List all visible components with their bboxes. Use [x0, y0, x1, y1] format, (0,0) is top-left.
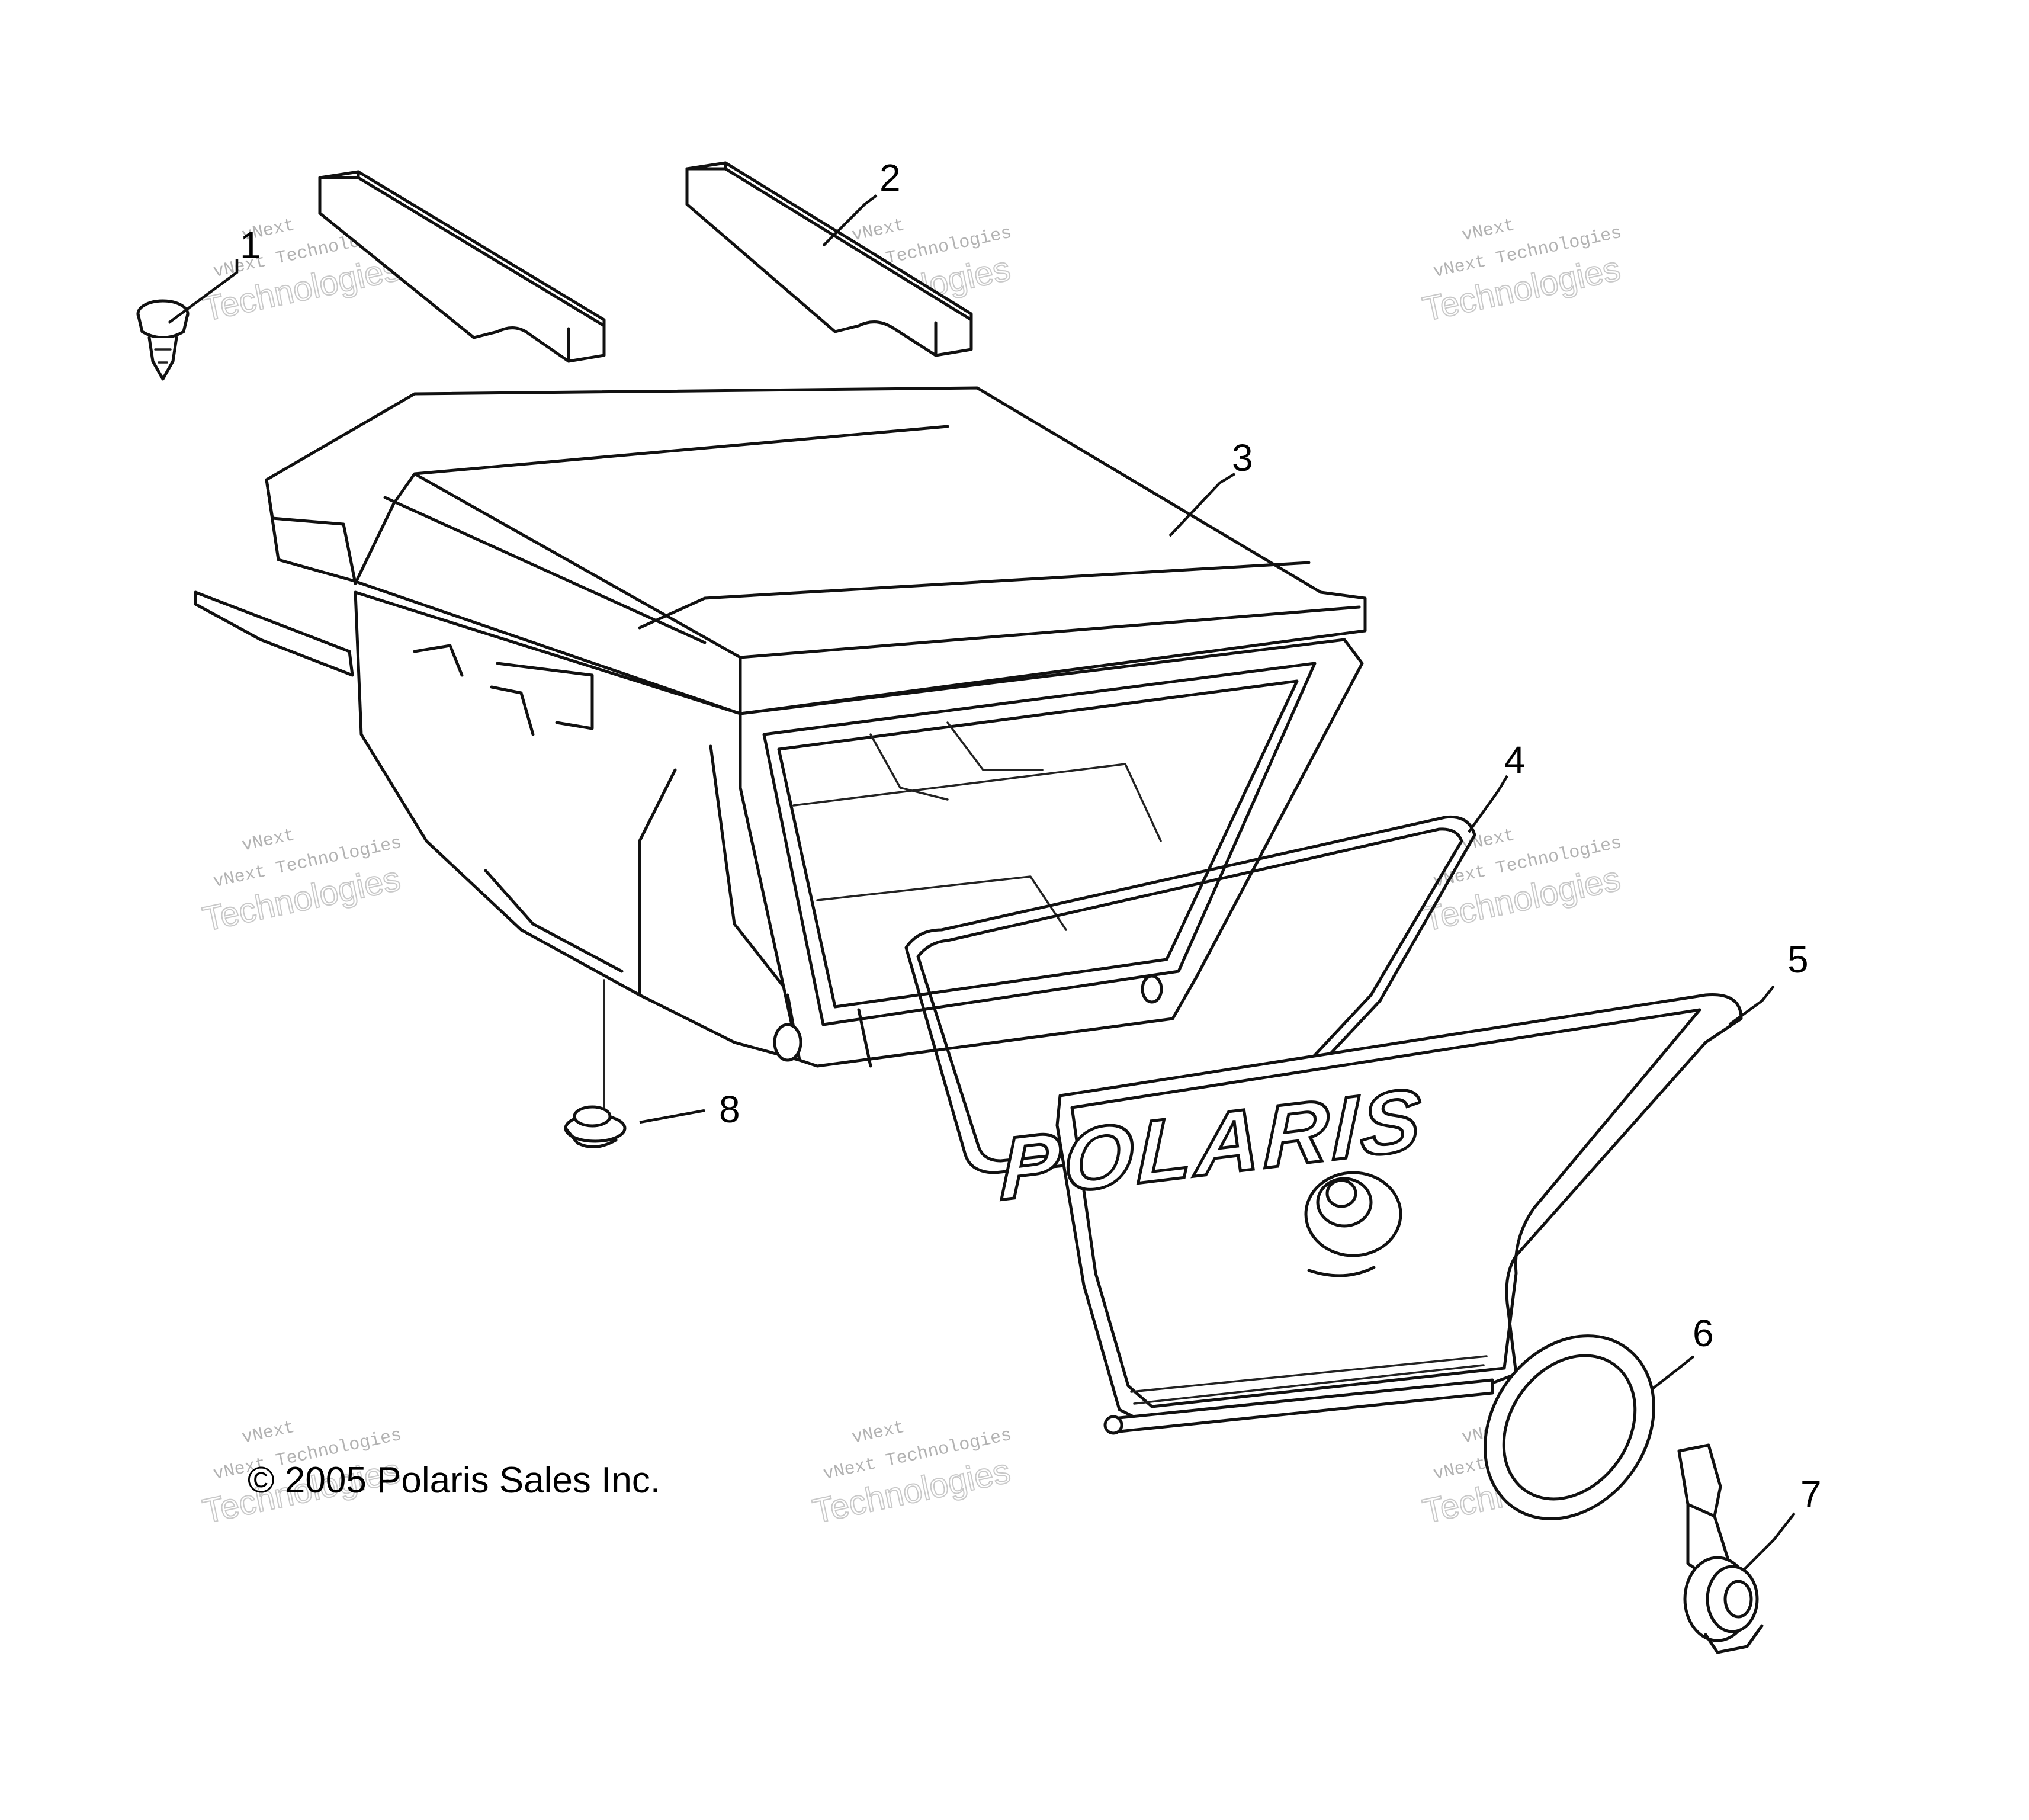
- storage-box-part: [194, 386, 1367, 1121]
- leader-lines: [168, 194, 1796, 1571]
- lock-cylinder-part: [1677, 1443, 1764, 1654]
- watermark-text: vNext: [240, 1418, 297, 1449]
- callout-3: 3: [1232, 436, 1253, 479]
- callout-7: 7: [1800, 1473, 1822, 1516]
- callout-1: 1: [240, 224, 261, 267]
- push-rivet-part: [136, 299, 190, 381]
- drain-grommet-part: [564, 1105, 627, 1148]
- callout-8: 8: [719, 1088, 740, 1131]
- callout-5: 5: [1787, 938, 1809, 981]
- watermark-text: vNext: [850, 216, 907, 246]
- callout-4: 4: [1504, 739, 1526, 781]
- lock-ring-part: [1484, 1334, 1655, 1520]
- callout-2: 2: [879, 156, 901, 199]
- door-panel-part: POLARIS: [998, 993, 1743, 1435]
- lid-seal-part: [904, 815, 1476, 1174]
- watermark-text: vNext: [850, 1418, 907, 1449]
- foam-strip-right: [685, 161, 973, 357]
- foam-strip-left: [318, 170, 606, 363]
- copyright-notice: © 2005 Polaris Sales Inc.: [248, 1460, 660, 1501]
- callout-6: 6: [1693, 1312, 1714, 1354]
- callout-labels: 1 2 3 4 5 6 7 8: [240, 156, 1822, 1516]
- watermark-text: vNext: [1460, 216, 1517, 246]
- watermark-text: vNext: [240, 826, 297, 856]
